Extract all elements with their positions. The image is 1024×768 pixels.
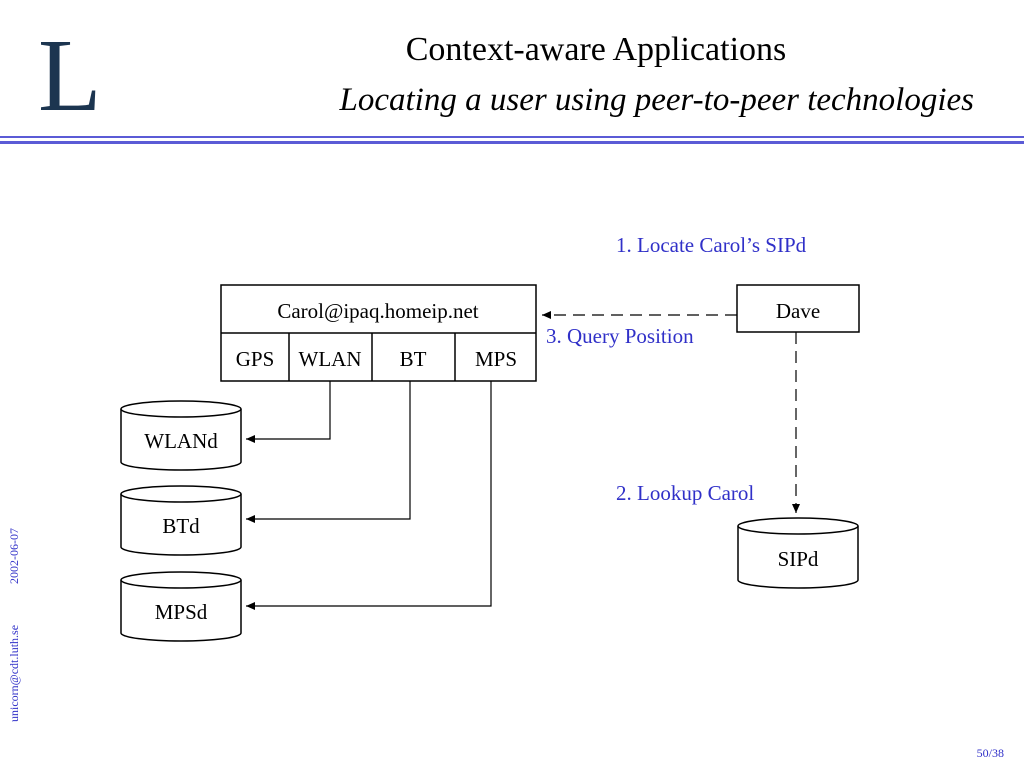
mpsd-database: MPSd	[120, 571, 242, 642]
dave-node: Dave	[736, 284, 860, 333]
wland-database: WLANd	[120, 400, 242, 471]
interface-mps: MPS	[475, 347, 517, 371]
wland-label: WLANd	[144, 429, 218, 453]
interface-wlan: WLAN	[299, 347, 362, 371]
header-rule-thin	[0, 136, 1024, 138]
dave-label: Dave	[776, 299, 820, 323]
btd-label: BTd	[162, 514, 200, 538]
connector-mps-to-mpsd	[246, 381, 492, 610]
footer-date: 2002-06-07	[7, 528, 21, 584]
slide-title: Context-aware Applications	[405, 31, 787, 68]
connector-wlan-to-wland	[246, 381, 331, 443]
institution-logo: L	[38, 18, 102, 133]
sipd-database: SIPd	[737, 517, 859, 589]
step3-label: 3. Query Position	[546, 324, 694, 348]
slide-subtitle: Locating a user using peer-to-peer techn…	[339, 82, 974, 118]
footer-email: unicorn@cdt.luth.se	[7, 624, 21, 722]
btd-database: BTd	[120, 485, 242, 556]
mpsd-label: MPSd	[155, 600, 208, 624]
page-number: 50/38	[976, 746, 1004, 760]
step2-label: 2. Lookup Carol	[616, 481, 754, 505]
carol-address: Carol@ipaq.homeip.net	[277, 299, 478, 323]
sipd-label: SIPd	[778, 547, 819, 571]
connector-bt-to-btd	[246, 381, 411, 523]
header-rule-thick	[0, 141, 1024, 144]
carol-device: Carol@ipaq.homeip.net GPS WLAN BT MPS	[220, 284, 537, 382]
step1-label: 1. Locate Carol’s SIPd	[616, 233, 807, 257]
interface-bt: BT	[400, 347, 427, 371]
interface-gps: GPS	[236, 347, 275, 371]
